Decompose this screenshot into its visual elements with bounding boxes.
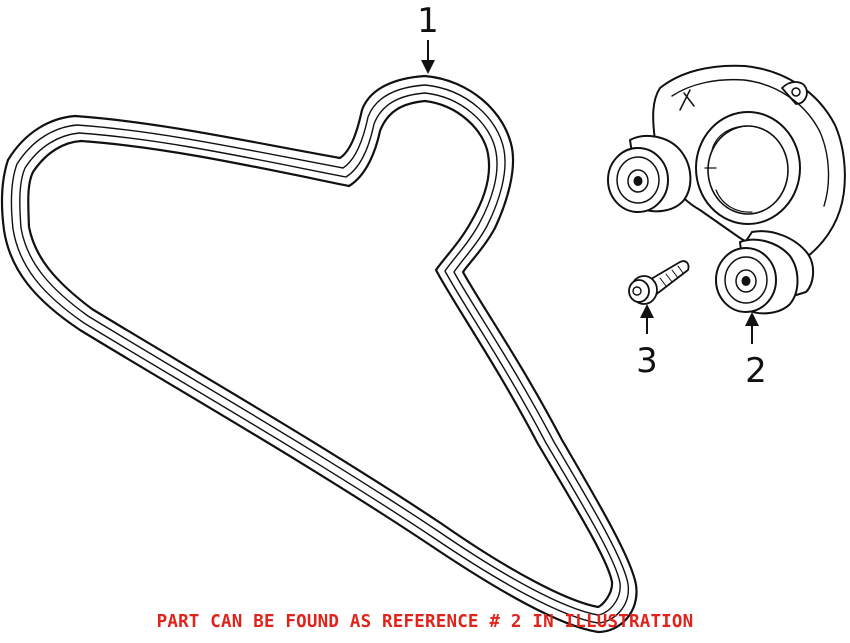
tensioner-mount-hole <box>791 87 801 97</box>
belt-outer-edge <box>0 74 638 634</box>
bolt-threads <box>659 265 684 287</box>
bolt-head-socket <box>632 286 642 296</box>
upper-pulley-bolt <box>633 176 643 186</box>
callout-1-arrowhead <box>421 60 435 74</box>
reference-note: PART CAN BE FOUND AS REFERENCE # 2 IN IL… <box>156 612 694 632</box>
lower-idler-pulley <box>715 238 799 315</box>
tensioner-bore-inner <box>707 125 789 215</box>
belt-rib-line <box>10 84 629 624</box>
tensioner-flange-lip <box>671 78 830 207</box>
belt-inner-edge <box>27 99 614 609</box>
serpentine-belt <box>0 74 638 634</box>
callout-3-label: 3 <box>636 341 658 381</box>
belt-tensioner <box>607 64 846 315</box>
callout-arrows <box>421 40 759 344</box>
callout-3-arrowhead <box>640 304 654 318</box>
callout-2-arrowhead <box>745 312 759 326</box>
upper-idler-pulley <box>607 134 692 213</box>
tensioner-bore-shading <box>711 125 753 213</box>
callout-1-label: 1 <box>417 1 439 41</box>
belt-rib-line <box>19 92 621 616</box>
tensioner-marking <box>679 89 695 111</box>
lower-pulley-bolt <box>741 276 751 286</box>
bolt <box>628 260 690 305</box>
callout-2-label: 2 <box>745 351 767 391</box>
